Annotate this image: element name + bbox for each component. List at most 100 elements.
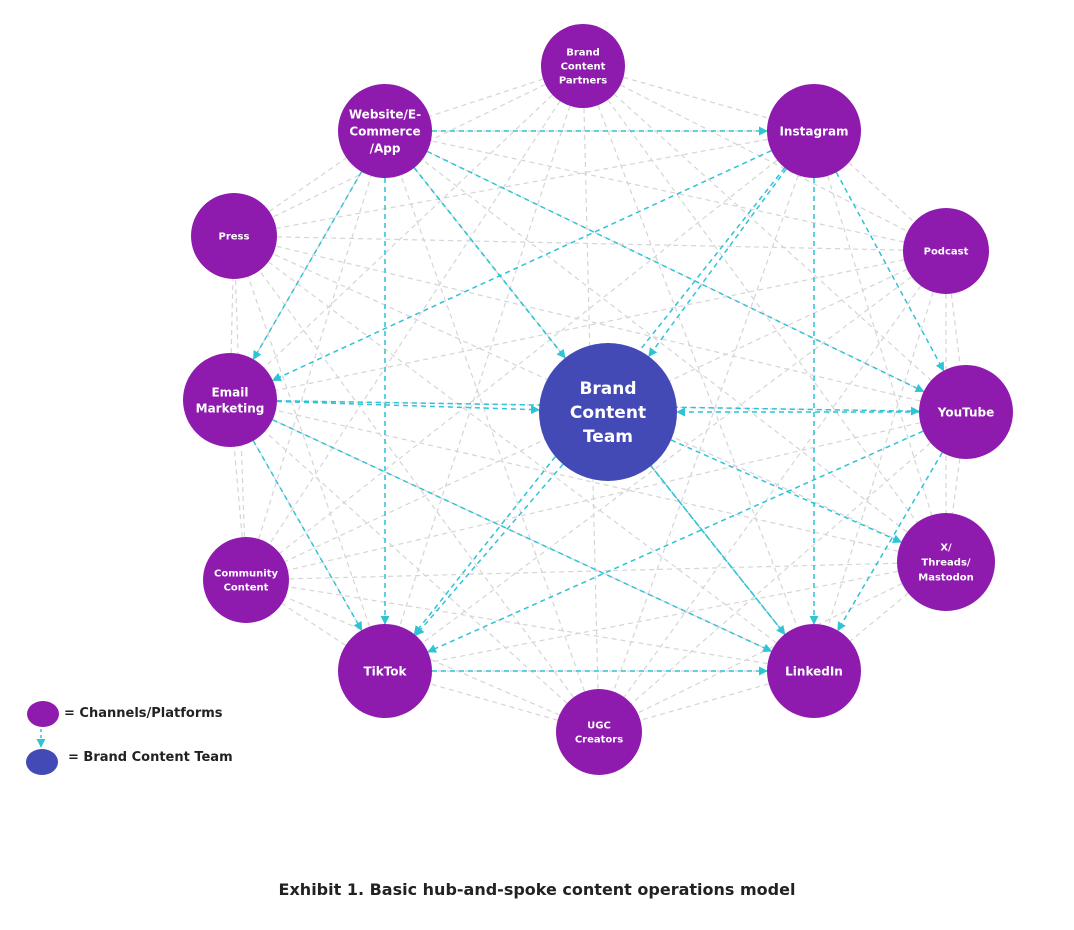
node-label-line: TikTok <box>363 664 407 678</box>
channel-node-podcast: Podcast <box>903 208 989 294</box>
gray-link-ugc-creators-community-content <box>285 596 560 716</box>
channel-circle <box>897 513 995 611</box>
node-label-line: Content <box>224 583 269 594</box>
node-label-line: Brand <box>566 48 600 59</box>
gray-link-brand-content-partners-youtube <box>613 93 932 381</box>
cyan-link-website-ecommerce-app-email-marketing <box>252 171 363 361</box>
gray-link-x-threads-mastodon-community-content <box>288 562 898 580</box>
gray-link-youtube-ugc-creators <box>631 442 931 705</box>
gray-link-x-threads-mastodon-website-ecommerce-app <box>421 159 908 533</box>
node-label-line: Marketing <box>196 401 265 415</box>
figure-caption: Exhibit 1. Basic hub-and-spoke content o… <box>278 880 796 899</box>
channel-circle <box>556 689 642 775</box>
gray-link-ugc-creators-press <box>259 270 574 698</box>
node-label-line: Content <box>570 403 646 423</box>
gray-link-instagram-press <box>276 138 768 229</box>
channel-node-press: Press <box>191 193 277 279</box>
channel-circle <box>767 624 861 718</box>
gray-link-youtube-community-content <box>287 422 921 571</box>
node-label-line: X/ <box>940 543 952 554</box>
gray-link-email-marketing-press <box>230 278 234 354</box>
gray-link-podcast-ugc-creators <box>623 285 922 698</box>
legend-hub-swatch <box>26 749 58 775</box>
channel-circle <box>903 208 989 294</box>
cyan-link-instagram-brand-content-team <box>648 168 787 358</box>
gray-link-brand-content-partners-community-content <box>269 100 561 545</box>
gray-link-linkedin-press <box>268 261 777 644</box>
gray-link-tiktok-press <box>247 276 371 627</box>
hub-circle <box>539 343 677 481</box>
gray-link-youtube-email-marketing <box>276 400 920 412</box>
gray-link-community-content-website-ecommerce-app <box>258 175 372 540</box>
cyan-link-youtube-tiktok <box>427 430 924 653</box>
gray-link-podcast-youtube <box>950 293 961 366</box>
node-label-line: Mastodon <box>918 573 973 584</box>
gray-link-instagram-community-content <box>279 159 778 554</box>
cyan-link-brand-content-team-x-threads-mastodon <box>670 439 903 543</box>
gray-link-ugc-creators-tiktok <box>430 683 558 721</box>
gray-link-youtube-press <box>275 245 921 402</box>
channel-node-youtube: YouTube <box>919 365 1013 459</box>
cyan-link-youtube-linkedin <box>837 452 943 632</box>
gray-link-brand-content-partners-website-ecommerce-app <box>429 78 544 117</box>
channel-circle <box>203 537 289 623</box>
gray-link-brand-content-partners-tiktok <box>399 105 571 627</box>
node-layer: BrandContentPartnersInstagramPodcastYouT… <box>183 24 1013 775</box>
legend-channel-swatch <box>27 701 59 727</box>
node-label-line: Website/E- <box>349 107 421 121</box>
node-label-line: Brand <box>579 379 636 399</box>
cyan-link-website-ecommerce-app-youtube <box>426 150 925 393</box>
cyan-link-email-marketing-linkedin <box>272 419 773 652</box>
cyan-link-instagram-email-marketing <box>271 149 772 382</box>
cyan-link-layer <box>252 126 945 676</box>
channel-node-linkedin: LinkedIn <box>767 624 861 718</box>
gray-link-ugc-creators-email-marketing <box>264 430 568 704</box>
gray-link-x-threads-mastodon-tiktok <box>431 570 899 663</box>
channel-node-instagram: Instagram <box>767 84 861 178</box>
gray-link-podcast-press <box>276 236 904 251</box>
node-label-line: Instagram <box>779 124 848 138</box>
node-label-line: Creators <box>575 735 623 746</box>
gray-link-x-threads-mastodon-ugc-creators <box>637 583 903 714</box>
gray-link-podcast-email-marketing <box>275 259 905 392</box>
gray-link-linkedin-ugc-creators <box>640 683 769 721</box>
channel-circle <box>191 193 277 279</box>
gray-link-brand-content-partners-x-threads-mastodon <box>607 99 918 523</box>
cyan-link-email-marketing-brand-content-team <box>276 400 540 415</box>
gray-link-press-website-ecommerce-app <box>268 157 347 212</box>
channel-circle <box>919 365 1013 459</box>
channel-node-x-threads-mastodon: X/Threads/Mastodon <box>897 513 995 611</box>
node-label-line: Partners <box>559 76 607 87</box>
node-label-line: Press <box>219 232 250 243</box>
gray-link-podcast-tiktok <box>422 276 912 644</box>
node-label-line: Threads/ <box>921 558 971 569</box>
gray-link-brand-content-partners-podcast <box>620 84 908 233</box>
node-label-line: /App <box>370 141 401 155</box>
gray-link-ugc-creators-website-ecommerce-app <box>400 175 586 692</box>
node-label-line: Email <box>211 385 248 399</box>
gray-link-tiktok-community-content <box>281 603 347 646</box>
cyan-link-email-marketing-tiktok <box>252 440 363 631</box>
cyan-link-brand-content-team-tiktok <box>415 463 564 637</box>
gray-link-youtube-x-threads-mastodon <box>951 458 961 514</box>
node-label-line: LinkedIn <box>785 664 843 678</box>
gray-link-podcast-linkedin <box>827 291 934 627</box>
gray-link-brand-content-partners-linkedin <box>597 105 798 628</box>
channel-circle <box>767 84 861 178</box>
gray-link-x-threads-mastodon-linkedin <box>849 592 909 642</box>
channel-node-tiktok: TikTok <box>338 624 432 718</box>
channel-circle <box>183 353 277 447</box>
cyan-link-instagram-youtube <box>835 171 945 372</box>
node-label-line: Commerce <box>349 124 420 138</box>
gray-link-community-content-email-marketing <box>233 446 243 538</box>
gray-link-instagram-ugc-creators <box>612 175 799 692</box>
channel-circle <box>338 84 432 178</box>
legend-glyphs <box>26 701 59 775</box>
gray-link-brand-content-partners-press <box>272 83 546 218</box>
